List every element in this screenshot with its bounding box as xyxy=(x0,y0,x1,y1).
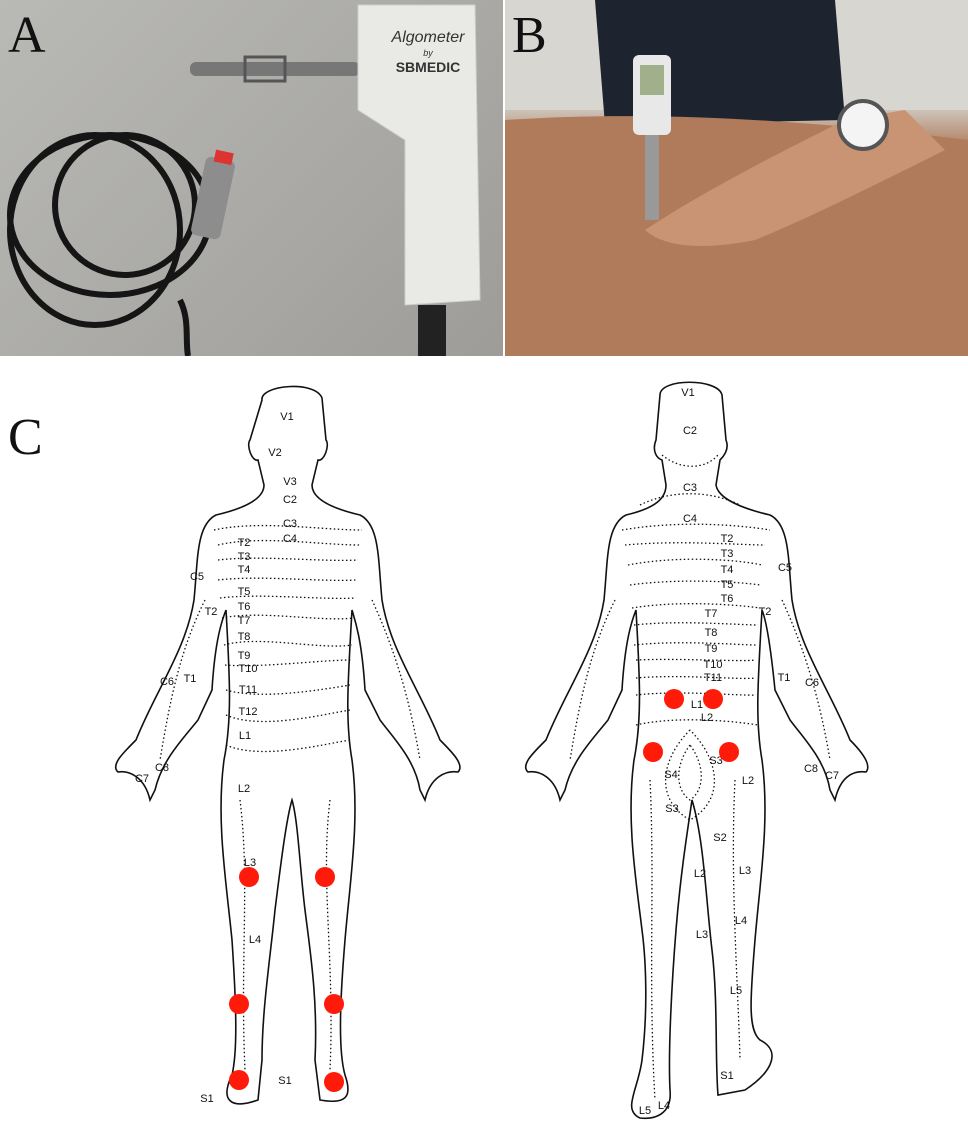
dermatome-label: C5 xyxy=(778,562,792,574)
pressure-point-marker xyxy=(229,994,249,1014)
dermatome-label: T2 xyxy=(721,533,734,545)
dermatome-label: L2 xyxy=(238,783,250,795)
dermatome-label: T10 xyxy=(704,659,723,671)
device-by: by xyxy=(423,48,433,58)
dermatome-label: T11 xyxy=(704,672,722,684)
dermatome-label: T4 xyxy=(238,564,251,576)
dermatome-label: S3 xyxy=(665,803,678,815)
dermatome-label: S4 xyxy=(664,769,677,781)
dermatome-label: T2 xyxy=(238,537,251,549)
dermatome-label: L1 xyxy=(239,730,251,742)
pressure-point-marker xyxy=(229,1070,249,1090)
dermatome-label: T2 xyxy=(205,606,218,618)
dermatome-label: V1 xyxy=(681,387,694,399)
probe-handle xyxy=(191,149,235,240)
back-body-outline xyxy=(524,381,869,1119)
pressure-point-marker xyxy=(664,689,684,709)
dermatome-label: C5 xyxy=(190,571,204,583)
dermatome-label: C8 xyxy=(155,762,169,774)
dermatome-label: C7 xyxy=(825,770,839,782)
dermatome-label: L2 xyxy=(694,868,706,880)
front-body-outline xyxy=(114,385,461,1105)
dermatome-label: T8 xyxy=(238,631,251,643)
device-brand: Algometer xyxy=(391,29,466,46)
dermatome-label: T11 xyxy=(239,684,257,696)
pressure-point-marker xyxy=(324,994,344,1014)
dermatome-label: L5 xyxy=(639,1105,651,1117)
dermatome-label: T8 xyxy=(705,627,718,639)
dermatome-label: L5 xyxy=(730,985,742,997)
panel-letter-a: A xyxy=(8,7,46,64)
device-body xyxy=(357,4,481,306)
device-maker: SBMEDIC xyxy=(396,59,461,75)
dermatome-label: L4 xyxy=(658,1100,670,1112)
pressure-point-marker xyxy=(703,689,723,709)
dermatome-label: T4 xyxy=(721,564,734,576)
pressure-point-marker xyxy=(324,1072,344,1092)
dermatome-label: L4 xyxy=(249,934,261,946)
dermatome-label: L3 xyxy=(696,929,708,941)
pressure-point-marker xyxy=(643,742,663,762)
dermatome-label: C3 xyxy=(683,482,697,494)
dermatome-label: L4 xyxy=(735,915,747,927)
dermatome-label: S1 xyxy=(720,1070,733,1082)
dermatome-label: T3 xyxy=(721,548,734,560)
algometer-photo: Algometer by SBMEDIC xyxy=(0,0,503,356)
dermatome-label: T9 xyxy=(238,650,251,662)
dermatome-label: T9 xyxy=(705,643,718,655)
dermatome-label: L2 xyxy=(742,775,754,787)
dermatome-label: V1 xyxy=(280,411,293,423)
dermatome-label: C8 xyxy=(804,763,818,775)
dermatome-label: C4 xyxy=(683,513,697,525)
dermatome-label: L3 xyxy=(739,865,751,877)
dermatome-label: T6 xyxy=(721,593,734,605)
dermatome-label: V2 xyxy=(268,447,281,459)
back-dermatome-boundaries xyxy=(569,454,831,1101)
dermatome-label: S3 xyxy=(709,755,722,767)
dermatome-label: C6 xyxy=(805,677,819,689)
pressure-point-marker xyxy=(315,867,335,887)
dermatome-label: C6 xyxy=(160,676,174,688)
dermatome-label: T1 xyxy=(778,672,791,684)
panel-letter-b: B xyxy=(512,7,547,64)
panel-letter-c: C xyxy=(8,409,43,466)
dermatome-label: C4 xyxy=(283,533,297,545)
dermatome-label: C7 xyxy=(135,773,149,785)
dermatome-label: T7 xyxy=(705,608,718,620)
pressure-point-marker xyxy=(239,867,259,887)
algometer-illustration: Algometer by SBMEDIC xyxy=(7,4,481,356)
dermatome-label: C2 xyxy=(283,494,297,506)
dermatome-label: T5 xyxy=(721,579,734,591)
probe-rod xyxy=(190,55,360,83)
dermatome-label: C2 xyxy=(683,425,697,437)
dermatome-label: T12 xyxy=(239,706,258,718)
cable xyxy=(7,132,213,356)
dermatome-label: L2 xyxy=(701,712,713,724)
dermatome-label: V3 xyxy=(283,476,296,488)
dermatome-label: T1 xyxy=(184,673,197,685)
measurement-illustration xyxy=(505,0,968,356)
front-dermatome-boundaries xyxy=(159,524,421,1071)
pressure-point-marker xyxy=(719,742,739,762)
dermatome-label: T5 xyxy=(238,586,251,598)
measurement-photo xyxy=(505,0,968,356)
dermatome-label: T3 xyxy=(238,551,251,563)
dermatome-label: S1 xyxy=(200,1093,213,1105)
dermatome-label: S2 xyxy=(713,832,726,844)
dermatome-label: S1 xyxy=(278,1075,291,1087)
dermatome-label: T7 xyxy=(238,615,251,627)
dermatome-label: T10 xyxy=(239,663,258,675)
dermatome-label: T6 xyxy=(238,601,251,613)
dermatome-label: C3 xyxy=(283,518,297,530)
dermatome-label: L3 xyxy=(244,857,256,869)
dermatome-label: T2 xyxy=(759,606,772,618)
dermatome-label: L1 xyxy=(691,699,703,711)
